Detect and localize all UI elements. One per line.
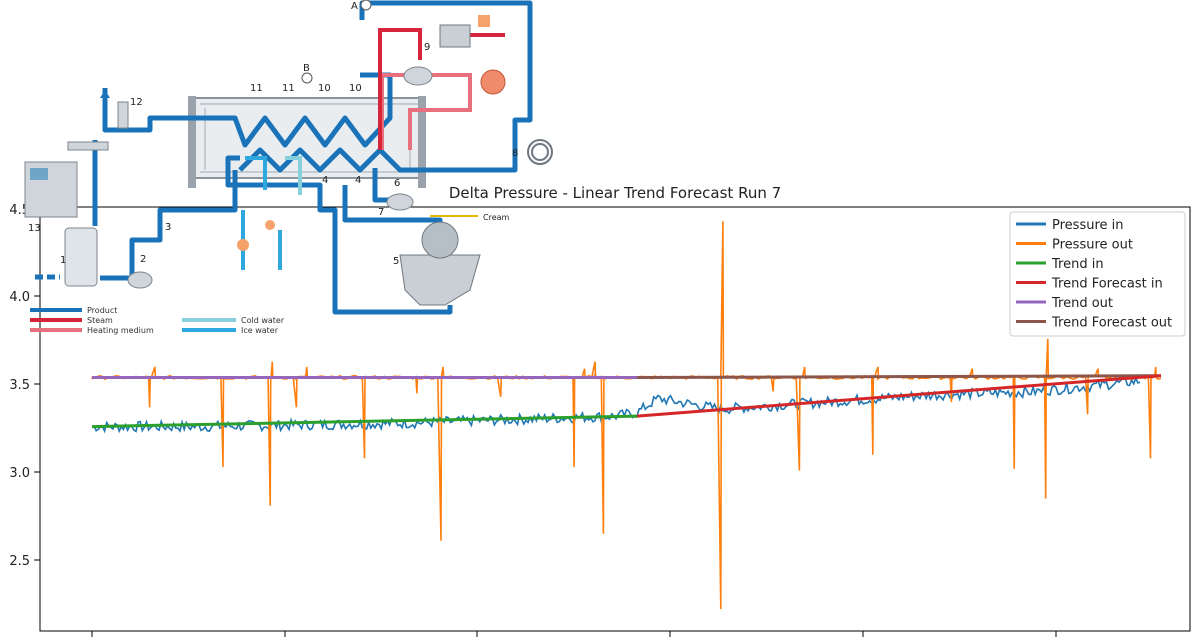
diagram-number: 13 [28, 223, 41, 234]
legend-label: Pressure out [1052, 238, 1133, 253]
diagram-number: 11 [282, 83, 295, 94]
diagram-legend: Product Steam Heating medium Cold water … [30, 306, 285, 335]
gauge-a [360, 0, 372, 11]
x-axis [91, 631, 1057, 637]
chart-title: Delta Pressure - Linear Trend Forecast R… [449, 184, 781, 202]
diagram-number: 11 [250, 83, 263, 94]
legend-label: Trend out [1051, 296, 1113, 311]
legend-label: Trend in [1051, 257, 1104, 272]
y-tick-label: 4.0 [9, 290, 30, 305]
diagram-number: 1 [60, 255, 66, 266]
diagram-number: 3 [165, 222, 171, 233]
series-layer [91, 221, 1162, 610]
diagram-number: 9 [424, 42, 430, 53]
cream-label: Cream [483, 213, 510, 222]
legend-label-ice-water: Ice water [241, 326, 279, 335]
control-cabinet [24, 161, 78, 218]
legend-label-cold-water: Cold water [241, 316, 285, 325]
y-tick-label: 3.5 [9, 378, 30, 393]
diagram-number: 10 [318, 83, 331, 94]
plot-frame [39, 206, 1191, 632]
series-line-pressure-in [91, 376, 1141, 434]
legend-box [1009, 211, 1186, 337]
diagram-number: 7 [378, 207, 384, 218]
flow-valve [117, 101, 129, 129]
legend-label: Trend Forecast in [1051, 277, 1163, 292]
expansion-tank [480, 69, 506, 95]
gauge-label: B [303, 63, 310, 74]
legend-label-steam: Steam [87, 316, 113, 325]
y-axis: 2.5 3.0 3.5 4.0 4.5 [9, 203, 40, 569]
balance-tank [64, 227, 98, 287]
gauge-b [301, 72, 313, 84]
steam-valve [439, 24, 471, 48]
diagram-number: 2 [140, 254, 146, 265]
diagram-number: 10 [349, 83, 362, 94]
diagram-number: 4 [355, 175, 361, 186]
diagram-number: 4 [322, 175, 328, 186]
diagram-number: 5 [393, 256, 399, 267]
y-tick-label: 2.5 [9, 554, 30, 569]
series-line-trend-forecast-out [636, 374, 1162, 379]
legend-label-heating: Heating medium [87, 326, 154, 335]
diagram-number: 8 [512, 148, 518, 159]
y-tick-label: 3.0 [9, 466, 30, 481]
legend-label: Pressure in [1052, 218, 1124, 233]
holding-coil [527, 139, 553, 165]
diagram-number: 12 [130, 97, 143, 108]
separator [399, 254, 481, 306]
feed-pump [127, 271, 153, 289]
diagram-number: 6 [394, 178, 400, 189]
series-line-trend-in [91, 414, 638, 429]
process-diagram: 1 2 3 4 4 5 6 7 8 9 10 10 11 11 12 13 A … [24, 0, 553, 335]
legend-label-product: Product [87, 306, 117, 315]
booster-pump [386, 193, 414, 211]
hot-water-pump [403, 66, 433, 86]
gauge-label: A [351, 1, 358, 12]
legend-label: Trend Forecast out [1051, 316, 1172, 331]
series-line-trend-forecast-in [636, 374, 1162, 418]
